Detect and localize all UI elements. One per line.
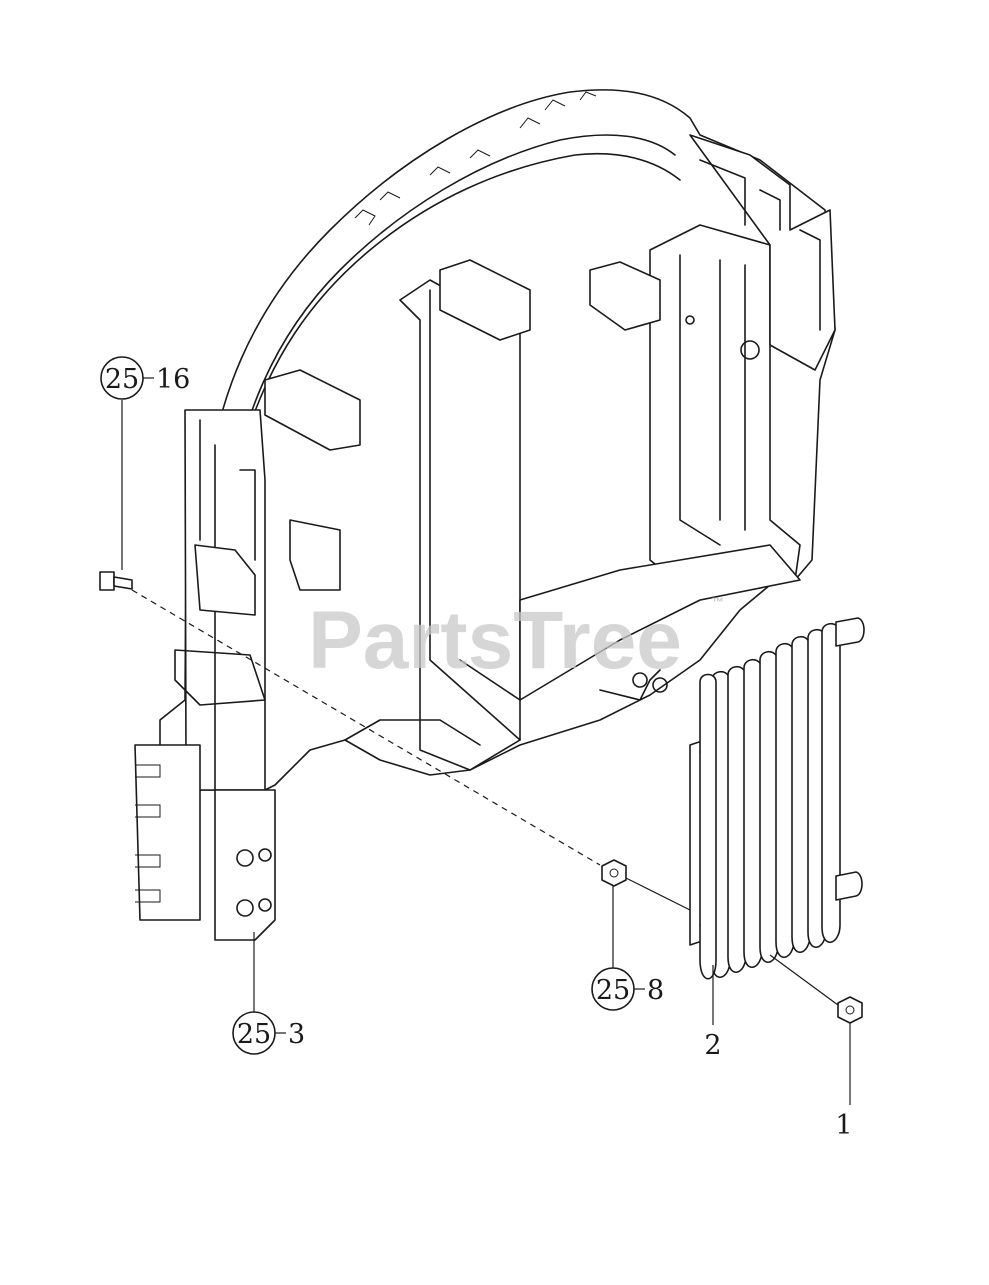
inner-bracket-right xyxy=(589,261,661,331)
left-wall-edge xyxy=(199,419,256,791)
left-inner-channel xyxy=(289,519,341,591)
cooler-outlet-tube xyxy=(835,871,863,901)
callout-25-3: 25 3 xyxy=(232,1011,305,1055)
bolt-shank xyxy=(113,576,133,590)
cooler-fins xyxy=(711,622,841,978)
oil-cooler xyxy=(689,617,865,980)
floor-lower-lip xyxy=(344,669,661,746)
base-mount-block xyxy=(214,789,276,941)
callout-suffix: 16 xyxy=(156,364,190,395)
cooler-front-cap xyxy=(699,673,717,980)
left-bracket-lower xyxy=(174,649,266,706)
callout-number: 2 xyxy=(704,1030,721,1061)
nut-hex xyxy=(601,859,627,887)
watermark-trademark: ™ xyxy=(712,595,724,609)
nut-hex xyxy=(837,996,863,1024)
tab-slots xyxy=(135,764,161,903)
mount-hole-upper xyxy=(236,849,254,867)
floor-hole-2 xyxy=(652,677,668,693)
inner-bracket-left xyxy=(264,369,361,451)
callout-number: 1 xyxy=(835,1110,852,1141)
tower-detail xyxy=(699,159,821,331)
arc-clips xyxy=(354,91,597,226)
callout-25-8: 25 8 xyxy=(591,967,664,1011)
right-frame-hole xyxy=(685,315,695,325)
floor-hole-1 xyxy=(632,672,648,688)
callout-ref: 25 xyxy=(596,975,630,1006)
floor-plate xyxy=(519,544,801,701)
right-frame-detail xyxy=(679,254,746,546)
left-bolt-bracket xyxy=(194,544,256,616)
bolt-head xyxy=(99,571,115,591)
mount-hole-lower-b xyxy=(258,898,272,912)
inner-bracket-center xyxy=(439,259,531,341)
callout-ref: 25 xyxy=(105,364,139,395)
cooler-inlet-tube xyxy=(835,617,865,647)
callout-suffix: 8 xyxy=(647,975,664,1006)
left-slotted-tab xyxy=(134,744,201,921)
right-frame-boss xyxy=(740,340,760,360)
mount-hole-lower xyxy=(236,899,254,917)
center-duct-inner xyxy=(429,289,521,741)
top-right-tower xyxy=(689,134,836,371)
nut-1 xyxy=(837,996,863,1024)
callout-2: 2 xyxy=(704,1030,721,1061)
nut-25-8 xyxy=(601,859,627,887)
watermark-text: PartsTree xyxy=(308,595,682,686)
callout-25-16: 25 16 xyxy=(100,356,190,400)
bolt-25-16 xyxy=(99,571,133,591)
shroud-housing xyxy=(134,89,836,941)
callout-1: 1 xyxy=(835,1110,852,1141)
callout-suffix: 3 xyxy=(288,1019,305,1050)
leader-lines xyxy=(121,400,851,1105)
mount-hole-upper-b xyxy=(258,848,272,862)
callout-ref: 25 xyxy=(237,1019,271,1050)
shroud-inner-rim-2 xyxy=(244,152,681,441)
shroud-inner-rim xyxy=(224,134,676,551)
